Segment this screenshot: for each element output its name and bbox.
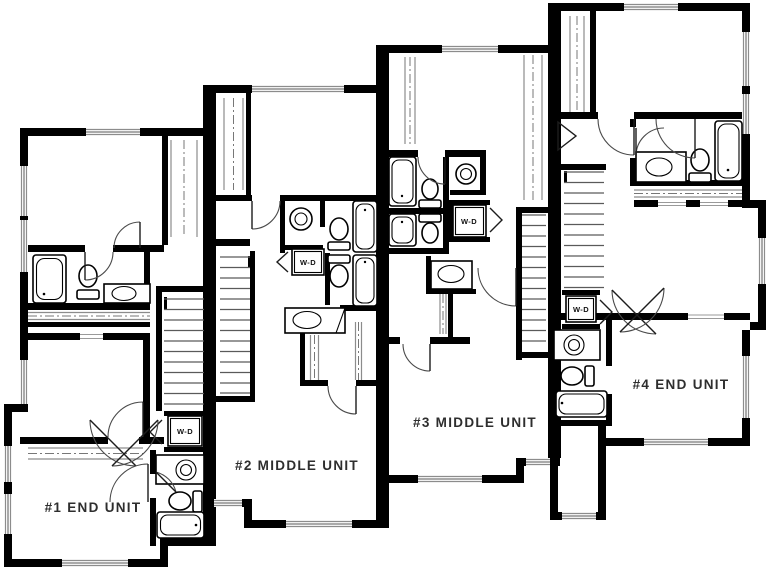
toilet xyxy=(327,254,351,288)
window xyxy=(62,559,128,567)
toilet xyxy=(76,264,100,300)
window xyxy=(214,499,242,507)
window xyxy=(644,438,708,446)
washer-dryer-label: W-D xyxy=(461,217,477,226)
window xyxy=(252,85,344,93)
unit-3-stairs xyxy=(522,214,546,342)
unit-1-windows xyxy=(4,128,140,567)
unit-2-walls xyxy=(203,85,388,528)
unit-2-lower-bath xyxy=(284,254,378,334)
window xyxy=(526,458,550,466)
unit-4-stairs xyxy=(564,171,604,289)
washer-dryer: W-D xyxy=(452,204,503,238)
unit-4-doors xyxy=(557,118,696,335)
unit-1-label: #1 END UNIT xyxy=(45,500,142,515)
washer-dryer: W-D xyxy=(565,295,613,325)
window xyxy=(4,494,12,534)
unit-4-closets xyxy=(569,16,742,319)
party-wall-1-2 xyxy=(203,85,216,546)
unit-3-doors xyxy=(402,156,517,372)
toilet xyxy=(168,490,203,513)
unit-3-baths xyxy=(388,156,477,290)
unit-4-label: #4 END UNIT xyxy=(633,377,730,392)
washer-dryer-label: W-D xyxy=(300,258,316,267)
party-wall-3-4 xyxy=(548,3,561,458)
sink xyxy=(553,329,601,361)
window xyxy=(86,128,140,136)
washer-dryer: W-D xyxy=(275,248,325,276)
window xyxy=(4,446,12,482)
unit-1-lower-bath xyxy=(155,454,205,539)
sink xyxy=(455,163,477,185)
unit-3-windows xyxy=(418,45,550,483)
bathtub xyxy=(714,120,743,182)
window xyxy=(20,220,28,272)
unit-2-doors xyxy=(251,200,357,415)
unit-2-stairs xyxy=(220,256,250,394)
window xyxy=(562,512,596,520)
toilet xyxy=(688,148,712,183)
bathtub xyxy=(352,200,378,253)
unit-2-upper-bath xyxy=(289,200,378,253)
sink xyxy=(284,307,346,334)
washer-dryer-label: W-D xyxy=(573,305,589,314)
sink xyxy=(289,207,313,231)
bathtub xyxy=(352,254,378,307)
bathtub xyxy=(32,254,67,304)
bathtub xyxy=(555,390,608,418)
toilet xyxy=(560,365,595,387)
sink xyxy=(155,454,205,485)
washer-dryer: W-D xyxy=(149,415,203,447)
unit-4: W-D #4 END UNIT xyxy=(548,3,766,520)
sink xyxy=(635,151,687,183)
unit-1-main-bath xyxy=(32,254,151,304)
unit-1-doors xyxy=(84,221,177,503)
unit-1: W-D #1 END UNIT xyxy=(4,128,205,567)
window xyxy=(742,94,750,134)
window xyxy=(286,520,352,528)
window xyxy=(624,3,678,11)
unit-2: W-D #2 MIDDLE UNIT xyxy=(203,85,388,528)
bathtub xyxy=(388,156,417,207)
unit-4-main-bath xyxy=(635,120,743,183)
unit-4-lower-bath xyxy=(553,329,608,418)
unit-1-walls xyxy=(4,128,204,567)
toilet xyxy=(418,213,442,244)
window xyxy=(758,238,766,284)
unit-1-stairs xyxy=(164,298,204,405)
bathtub xyxy=(156,511,205,539)
unit-2-label: #2 MIDDLE UNIT xyxy=(235,458,359,473)
sink xyxy=(430,260,473,290)
party-wall-2-3 xyxy=(376,45,389,528)
window xyxy=(418,475,482,483)
window xyxy=(442,45,498,53)
window xyxy=(20,360,28,404)
unit-3-label: #3 MIDDLE UNIT xyxy=(413,415,537,430)
unit-1-closets xyxy=(28,140,198,460)
bathtub xyxy=(388,213,417,247)
window xyxy=(742,32,750,86)
unit-2-windows xyxy=(214,85,352,528)
unit-4-windows xyxy=(562,3,766,520)
unit-2-closets xyxy=(223,98,363,380)
washer-dryer-label: W-D xyxy=(177,427,193,436)
toilet xyxy=(327,217,351,251)
window xyxy=(20,166,28,216)
unit-3-closets xyxy=(404,55,543,334)
sink xyxy=(103,283,151,304)
unit-3: W-D #3 MIDDLE UNIT xyxy=(376,45,560,483)
window xyxy=(742,356,750,418)
